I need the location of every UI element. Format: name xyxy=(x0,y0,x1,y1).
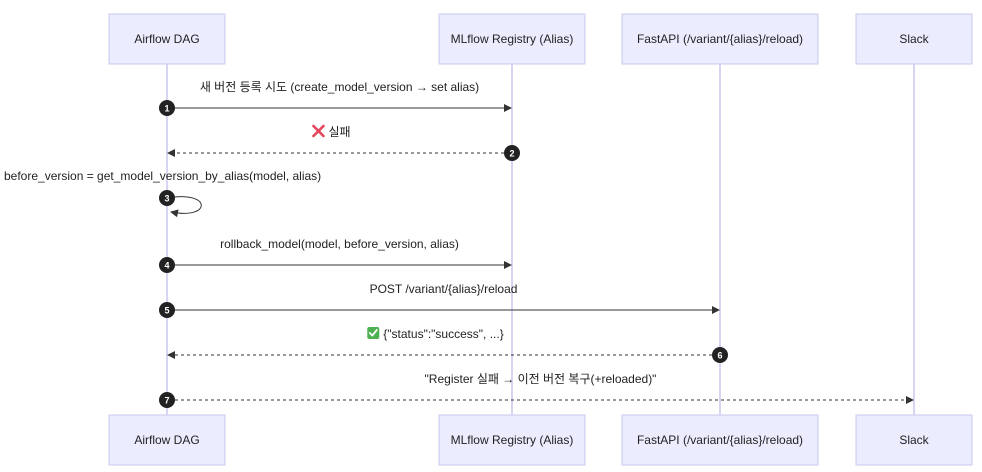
check-mark-icon xyxy=(367,327,380,339)
message-label: POST /variant/{alias}/reload xyxy=(370,282,518,296)
actor-box xyxy=(855,414,973,466)
sequence-number-label: 1 xyxy=(164,104,169,114)
actor-mlflow-top[interactable]: MLflow Registry (Alias) xyxy=(438,13,586,65)
sequence-number-label: 3 xyxy=(164,194,169,204)
cross-mark-icon xyxy=(312,124,325,138)
sequence-number-label: 5 xyxy=(164,306,169,316)
message-3: before_version = get_model_version_by_al… xyxy=(4,169,321,218)
actor-box xyxy=(108,13,226,65)
actor-label: FastAPI (/variant/{alias}/reload) xyxy=(637,433,803,447)
message-2: 실패 2 xyxy=(167,124,520,161)
actor-label: Slack xyxy=(899,433,929,447)
actor-box xyxy=(621,414,819,466)
actor-label: Slack xyxy=(899,32,929,46)
sequence-number: 3 xyxy=(159,190,175,206)
actor-label: MLflow Registry (Alias) xyxy=(451,32,574,46)
actor-slack-bottom[interactable]: Slack xyxy=(855,414,973,466)
message-1: 새 버전 등록 시도 (create_model_version → set a… xyxy=(159,80,512,116)
actor-label: MLflow Registry (Alias) xyxy=(451,433,574,447)
actor-airflow-bottom[interactable]: Airflow DAG xyxy=(108,414,226,466)
message-label: before_version = get_model_version_by_al… xyxy=(4,169,321,183)
actor-mlflow-bottom[interactable]: MLflow Registry (Alias) xyxy=(438,414,586,466)
sequence-number: 1 xyxy=(159,100,175,116)
sequence-number-label: 7 xyxy=(164,396,169,406)
sequence-number: 6 xyxy=(712,347,728,363)
sequence-number-label: 6 xyxy=(717,351,722,361)
message-label: {"status":"success", ...} xyxy=(383,327,503,341)
actor-fastapi-bottom[interactable]: FastAPI (/variant/{alias}/reload) xyxy=(621,414,819,466)
actor-box xyxy=(438,13,586,65)
actor-box xyxy=(855,13,973,65)
message-4: rollback_model(model, before_version, al… xyxy=(159,237,512,273)
actor-label: FastAPI (/variant/{alias}/reload) xyxy=(637,32,803,46)
message-6: {"status":"success", ...} 6 xyxy=(167,327,728,363)
actor-slack-top[interactable]: Slack xyxy=(855,13,973,65)
actor-fastapi-top[interactable]: FastAPI (/variant/{alias}/reload) xyxy=(621,13,819,65)
message-label: rollback_model(model, before_version, al… xyxy=(220,237,459,251)
actor-box xyxy=(438,414,586,466)
actor-box xyxy=(621,13,819,65)
sequence-number-label: 2 xyxy=(509,149,514,159)
sequence-number: 2 xyxy=(504,145,520,161)
sequence-number: 5 xyxy=(159,302,175,318)
message-label: 실패 xyxy=(328,125,350,139)
message-label: 새 버전 등록 시도 (create_model_version → set a… xyxy=(200,80,479,94)
message-5: POST /variant/{alias}/reload 5 xyxy=(159,282,720,318)
message-7: "Register 실패 → 이전 버전 복구(+reloaded)" 7 xyxy=(159,372,914,408)
message-arrow xyxy=(166,196,202,218)
actor-airflow-top[interactable]: Airflow DAG xyxy=(108,13,226,65)
sequence-number: 4 xyxy=(159,257,175,273)
message-label: "Register 실패 → 이전 버전 복구(+reloaded)" xyxy=(425,372,657,386)
actor-box xyxy=(108,414,226,466)
sequence-number-label: 4 xyxy=(164,261,169,271)
sequence-number: 7 xyxy=(159,392,175,408)
actor-label: Airflow DAG xyxy=(134,433,199,447)
actor-label: Airflow DAG xyxy=(134,32,199,46)
